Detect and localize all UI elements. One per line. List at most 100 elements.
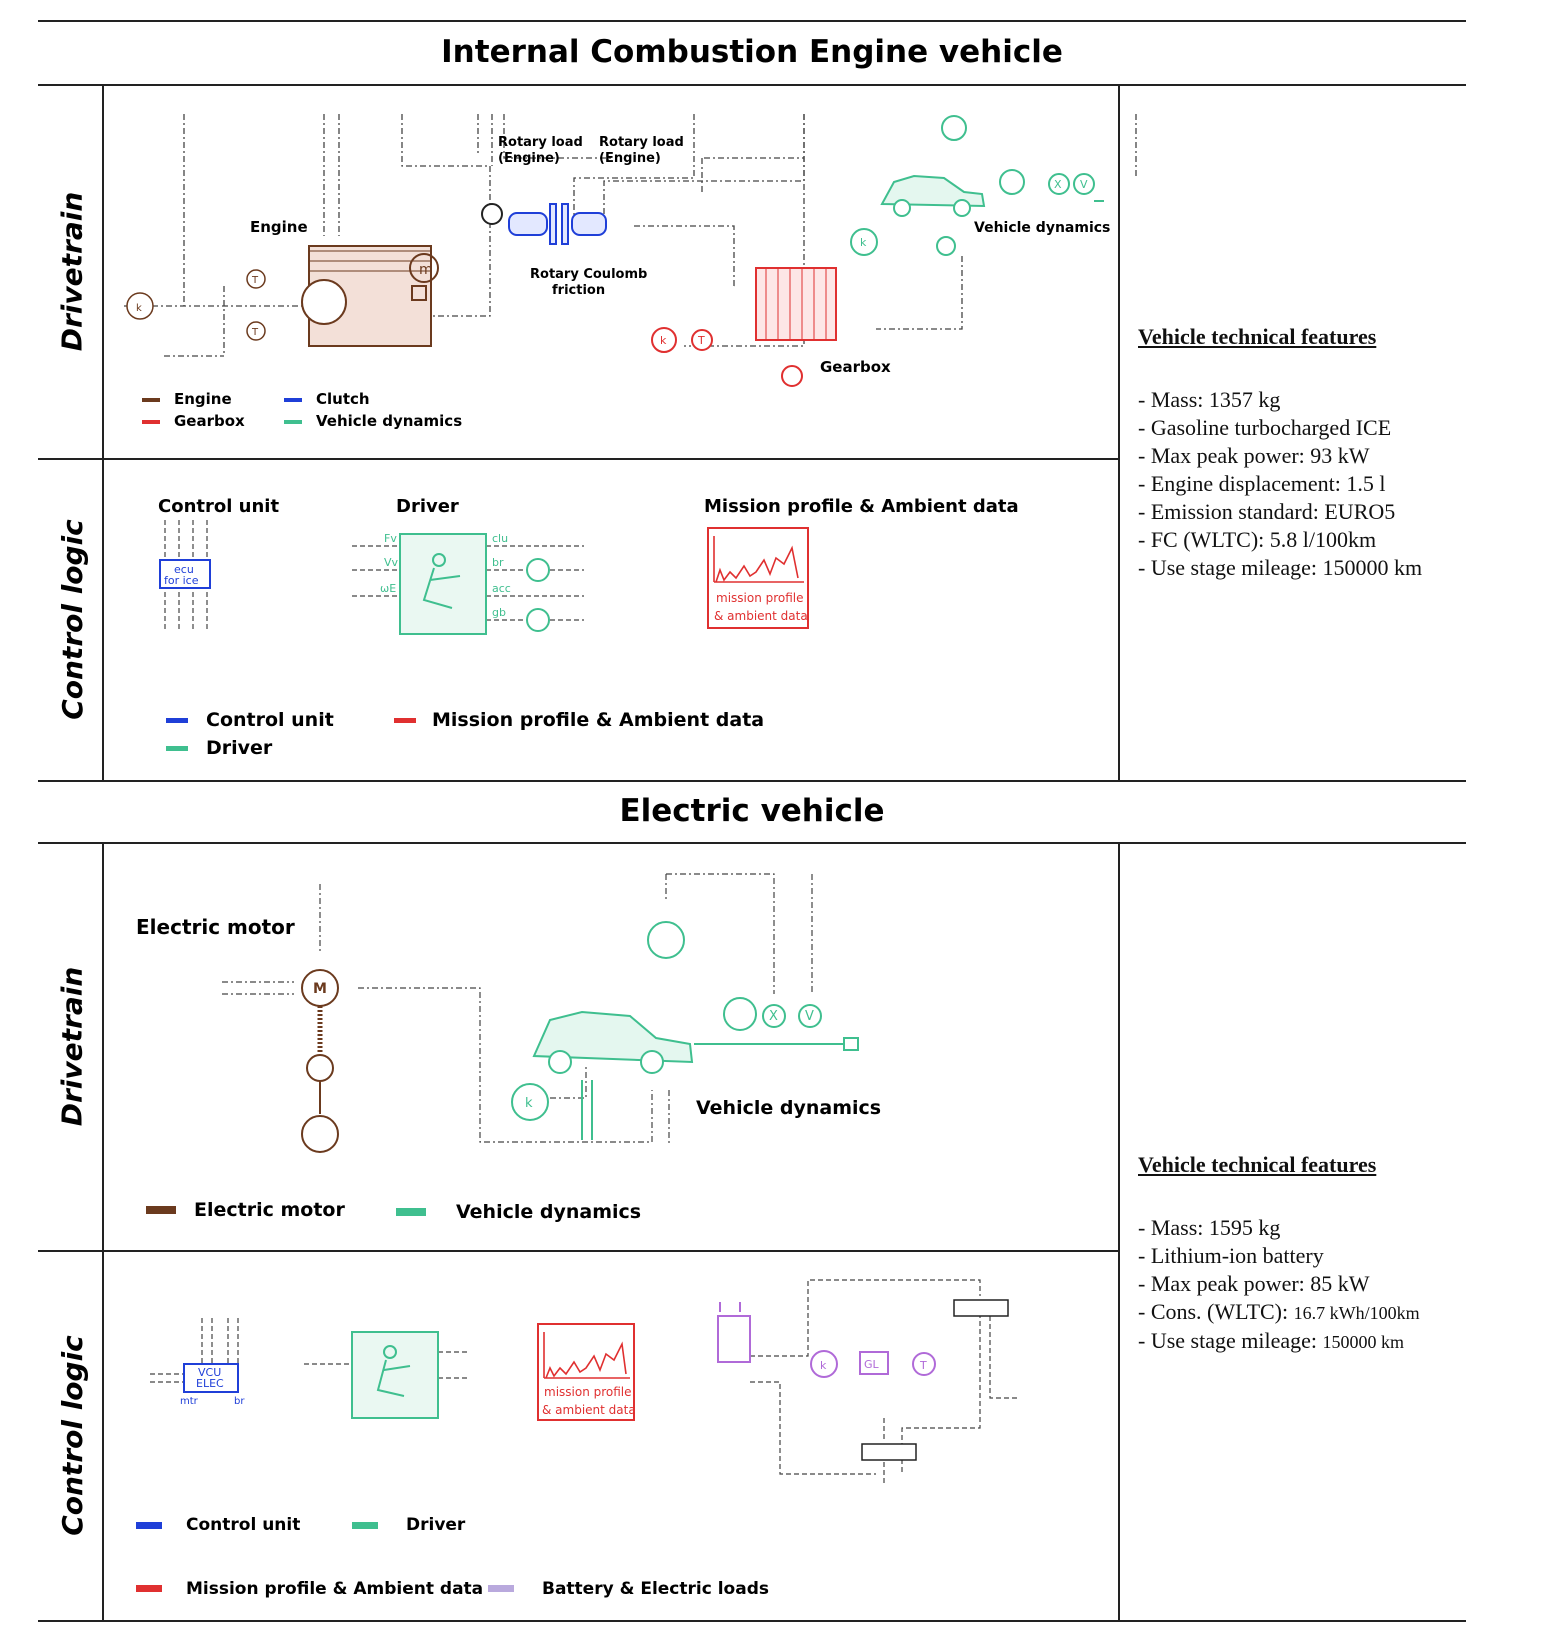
svg-text:ELEC: ELEC [196, 1377, 224, 1390]
rotary-load-1-label: Rotary load [498, 135, 583, 150]
ev-control-row-label: Control logic [55, 1334, 89, 1536]
legend-ev-control-unit: Control unit [186, 1515, 300, 1535]
svg-text:GL: GL [864, 1358, 880, 1371]
svg-text:V: V [1080, 178, 1088, 191]
ice-feature-item: - Gasoline turbocharged ICE [1138, 415, 1392, 440]
table-top-rule [38, 20, 1466, 22]
ev-feature-item: - Use stage mileage: 150000 km [1138, 1328, 1405, 1353]
engine-t-icons: T Tk [136, 275, 259, 338]
svg-text:& ambient data: & ambient data [542, 1403, 636, 1417]
legend-label-clutch: Clutch [316, 390, 370, 408]
legend-swatch-clutch [284, 398, 302, 402]
svg-text:Fv: Fv [384, 532, 397, 545]
svg-text:X: X [1054, 178, 1062, 191]
svg-text:m: m [419, 262, 433, 278]
legend-electric-motor: Electric motor [194, 1199, 345, 1221]
ice-features-heading: Vehicle technical features [1138, 324, 1377, 349]
gearbox-label: Gearbox [820, 358, 891, 376]
svg-text:mtr: mtr [180, 1396, 199, 1407]
ice-feature-item: - Use stage mileage: 150000 km [1138, 555, 1423, 580]
ice-features: Vehicle technical features - Mass: 1357 … [1138, 324, 1422, 582]
ev-drivetrain-legend: Electric motor Vehicle dynamics [146, 1199, 641, 1223]
legend-label-vehicle-dynamics: Vehicle dynamics [316, 412, 462, 430]
svg-text:T: T [919, 1359, 927, 1372]
ev-mission-profile-block: mission profile & ambient data [537, 1323, 636, 1421]
legend-ev-driver: Driver [406, 1515, 466, 1535]
svg-text:M: M [313, 981, 327, 997]
legend-driver: Driver [206, 737, 273, 759]
svg-text:X: X [769, 1009, 778, 1024]
svg-text:k: k [525, 1096, 533, 1111]
ice-feature-item: - Max peak power: 93 kW [1138, 443, 1370, 468]
electric-motor-label: Electric motor [136, 915, 295, 939]
svg-text:k: k [660, 334, 667, 347]
ice-drivetrain-diagram: m Engine T Tk Rotary load (Engine) Rotary… [124, 114, 1137, 430]
svg-text:k: k [820, 1359, 827, 1372]
legend-label-gearbox: Gearbox [174, 412, 245, 430]
ice-feature-item: - Mass: 1357 kg [1138, 387, 1281, 412]
legend-swatch-engine [142, 398, 160, 402]
svg-text:gb: gb [492, 606, 506, 619]
ice-control-legend: Control unit Mission profile & Ambient d… [166, 709, 764, 759]
ice-drivetrain-legend: Engine Clutch Gearbox Vehicle dynamics [142, 390, 462, 430]
engine-block: m [301, 245, 439, 347]
ev-control-diagram: VCU ELEC mtr br mission profile & ambien… [136, 1279, 1018, 1599]
legend-ev-battery: Battery & Electric loads [542, 1579, 769, 1599]
ice-section-title: Internal Combustion Engine vehicle [441, 34, 1063, 70]
vcu-block: VCU ELEC mtr br [150, 1318, 245, 1407]
legend-control-unit: Control unit [206, 709, 334, 731]
ev-feature-item: - Max peak power: 85 kW [1138, 1271, 1370, 1296]
driver-block: Fv Vv ωE clu br acc gb [352, 532, 584, 635]
clutch-assembly [481, 203, 607, 245]
legend-swatch-gearbox [142, 420, 160, 424]
mission-title: Mission profile & Ambient data [704, 496, 1019, 517]
battery-electric-loads-block: GL k T [717, 1279, 1018, 1486]
svg-text:mission profile: mission profile [544, 1385, 632, 1399]
engine-label: Engine [250, 218, 308, 236]
ice-control-row-label: Control logic [55, 518, 89, 720]
ice-control-diagram: Control unit Driver Mission profile & Am… [158, 496, 1019, 759]
ecu-block: ecu for ice [159, 520, 211, 632]
ev-control-legend: Control unit Driver Mission profile & Am… [136, 1515, 769, 1599]
rotary-coulomb-sub: friction [552, 283, 605, 298]
ice-feature-item: - Emission standard: EURO5 [1138, 499, 1396, 524]
ev-label-col-rule [102, 842, 104, 1620]
svg-text:T: T [251, 327, 259, 338]
svg-text:for ice: for ice [164, 574, 199, 587]
svg-text:Vv: Vv [384, 556, 399, 569]
ev-title-top-rule [38, 780, 1466, 782]
svg-text:VCU: VCU [198, 1366, 221, 1379]
legend-swatch-vehicle-dynamics [284, 420, 302, 424]
rotary-load-1-sub: (Engine) [498, 151, 560, 166]
electric-motor-block [301, 969, 339, 1153]
ice-feature-item: - Engine displacement: 1.5 l [1138, 471, 1386, 496]
control-unit-title: Control unit [158, 496, 279, 517]
svg-text:T: T [251, 275, 259, 286]
vehicle-dynamics-block [850, 115, 1104, 256]
ev-features-col-rule [1118, 842, 1120, 1620]
svg-text:br: br [234, 1396, 245, 1407]
ev-row-divider [38, 1250, 1118, 1252]
ev-feature-item: - Mass: 1595 kg [1138, 1215, 1281, 1240]
ev-vehicle-dynamics-block [511, 921, 859, 1140]
ev-features-heading: Vehicle technical features [1138, 1152, 1377, 1177]
svg-text:clu: clu [492, 532, 508, 545]
ice-header-rule [38, 84, 1466, 86]
ev-drivetrain-row-label: Drivetrain [55, 966, 89, 1126]
legend-ev-vehicle-dynamics: Vehicle dynamics [456, 1201, 641, 1223]
ev-section-title: Electric vehicle [619, 793, 885, 829]
mission-profile-block: mission profile & ambient data [707, 527, 809, 629]
svg-text:acc: acc [492, 582, 511, 595]
rotary-coulomb-label: Rotary Coulomb [530, 267, 647, 282]
ev-feature-item: - Cons. (WLTC): 16.7 kWh/100km [1138, 1299, 1420, 1324]
rotary-load-2-label: Rotary load [599, 135, 684, 150]
table-bottom-rule [38, 1620, 1466, 1622]
rotary-load-2-sub: (Engine) [599, 151, 661, 166]
svg-text:k: k [136, 303, 142, 314]
ice-label-col-rule [102, 84, 104, 780]
legend-ev-mission: Mission profile & Ambient data [186, 1579, 483, 1599]
ice-drivetrain-row-label: Drivetrain [55, 191, 89, 351]
svg-text:k: k [860, 236, 867, 249]
ice-features-col-rule [1118, 84, 1120, 780]
